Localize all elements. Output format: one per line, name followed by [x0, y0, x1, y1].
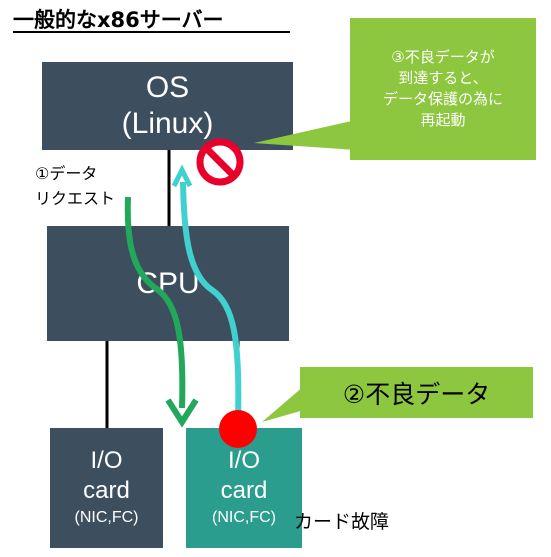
step3-callout-line3: データ保護の為に: [382, 90, 503, 108]
io-card-normal-line2: card: [83, 477, 130, 504]
diagram-title: 一般的なx86サーバー: [13, 8, 224, 32]
os-box-line1: OS: [145, 71, 190, 104]
request-arrowhead: [165, 398, 199, 428]
step3-callout-line4: 再起動: [420, 111, 466, 129]
cpu-box: CPU: [47, 226, 289, 341]
step1-label-line2: リクエスト: [35, 189, 116, 208]
os-box-line2: (Linux): [121, 107, 214, 140]
io-card-faulty-line1: I/O: [227, 447, 260, 474]
step1-label-line1: ①データ: [35, 164, 98, 183]
request-arrow: [124, 196, 186, 409]
prohibited-icon: [196, 138, 244, 186]
bad-data-arrowhead: [171, 164, 193, 188]
callout-3-pointer: [254, 120, 356, 150]
io-card-normal-line1: I/O: [90, 447, 123, 474]
io-card-faulty-line2: card: [220, 477, 268, 504]
title-underline: [13, 31, 290, 33]
step3-callout: ③不良データが 到達すると、 データ保護の為に 再起動: [350, 18, 536, 160]
io-card-normal: I/O card (NIC,FC): [50, 428, 163, 548]
step3-callout-line1: ③不良データが: [391, 48, 495, 66]
step1-label: ①データ リクエスト: [35, 161, 115, 211]
step3-callout-line2: 到達すると、: [398, 69, 488, 87]
io-card-faulty: I/O card (NIC,FC): [186, 428, 302, 548]
io-card-normal-line3: (NIC,FC): [74, 509, 139, 526]
callout-2-pointer: [262, 386, 304, 422]
step2-callout-text: ②不良データ: [342, 379, 491, 409]
card-failure-label: カード故障: [294, 511, 390, 533]
step2-callout: ②不良データ: [300, 367, 533, 418]
bad-data-arrow: [180, 181, 242, 421]
io-card-faulty-line3: (NIC,FC): [212, 509, 276, 526]
os-box: OS (Linux): [42, 62, 293, 150]
red-dot-icon: [219, 410, 257, 448]
